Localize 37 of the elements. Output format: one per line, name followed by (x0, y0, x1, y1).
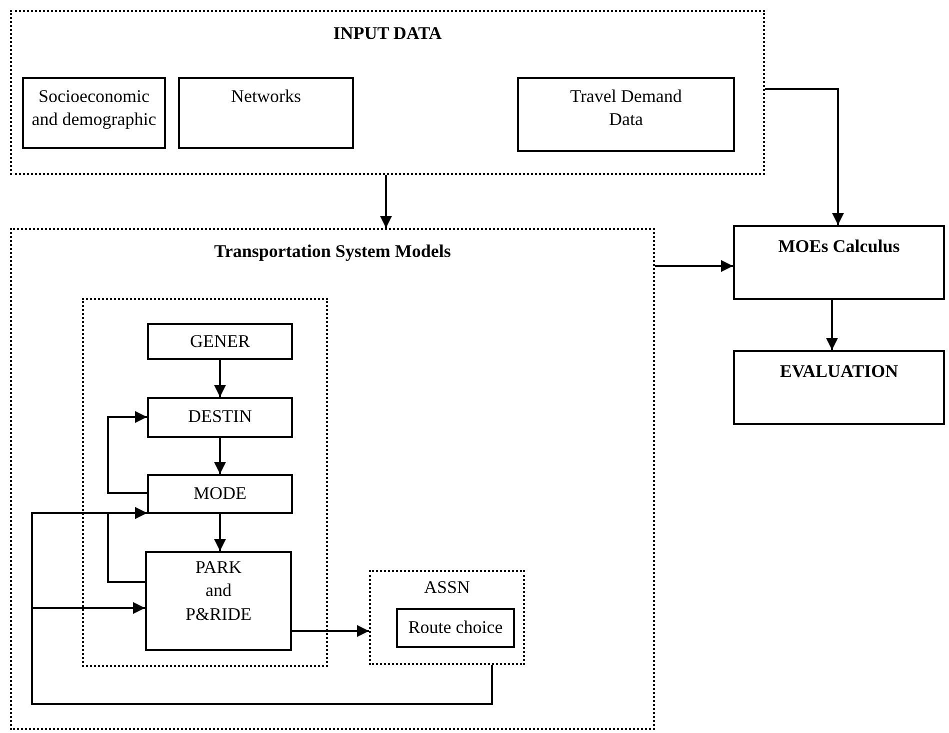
box-label: MODE (192, 482, 248, 505)
arrow (826, 300, 838, 350)
box-label: PARK and P&RIDE (184, 556, 252, 626)
process-box (147, 474, 293, 514)
box-label: GENER (189, 330, 251, 353)
box-label: Socioeconomic and demographic (30, 85, 158, 132)
arrow (765, 88, 844, 225)
group-frame (82, 298, 328, 667)
box-label: DESTIN (187, 405, 253, 428)
heading: EVALUATION (778, 360, 900, 383)
process-box (147, 397, 293, 438)
process-box (396, 608, 515, 648)
input-box (517, 77, 735, 152)
group-frame (10, 10, 765, 175)
process-box (733, 225, 945, 300)
input-box (22, 77, 166, 149)
arrow (380, 175, 392, 228)
box-label: ASSN (422, 576, 472, 599)
box-label: Travel Demand Data (569, 85, 683, 132)
heading: Transportation System Models (213, 240, 452, 263)
arrow (107, 411, 147, 494)
group-frame (10, 228, 655, 730)
heading: INPUT DATA (332, 22, 443, 45)
arrow (214, 438, 226, 474)
heading: MOEs Calculus (777, 235, 901, 258)
box-label: Route choice (407, 616, 504, 639)
arrow (214, 360, 226, 397)
arrow (655, 260, 733, 272)
input-box (178, 77, 354, 149)
group-frame (369, 570, 525, 665)
process-box (147, 323, 293, 360)
box-label: Networks (230, 85, 302, 108)
process-box (145, 551, 292, 651)
process-box (733, 350, 945, 425)
arrow (214, 514, 226, 551)
arrow (292, 625, 369, 637)
arrow (31, 602, 493, 705)
